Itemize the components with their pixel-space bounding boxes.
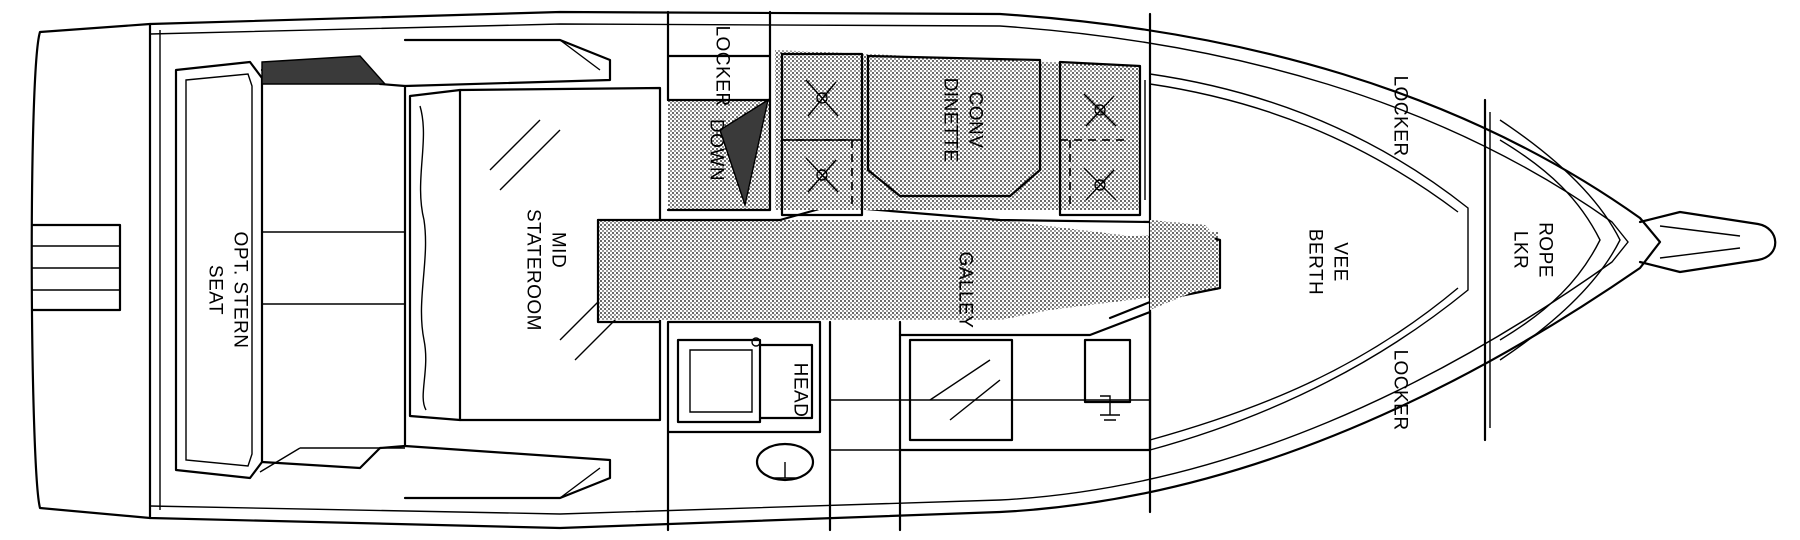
labels: LOCKER DOWN CONV DINETTE LOCKER LOCKER O… [205, 25, 1556, 430]
mid-stateroom-label-line1: MID [548, 232, 569, 268]
head [666, 320, 822, 532]
locker-fwd-port-label: LOCKER [1390, 75, 1411, 156]
mid-stateroom-label-line2: STATEROOM [523, 209, 544, 331]
rope-locker-label-line2: LKR [1510, 231, 1531, 269]
vee-berth [1148, 12, 1621, 514]
swim-ladder [30, 223, 122, 312]
galley [828, 310, 1152, 532]
rope-locker-label-line1: ROPE [1535, 222, 1556, 278]
conv-dinette-label-line1: CONV [965, 92, 986, 149]
stern-seat-label-line2: SEAT [205, 265, 226, 315]
seat-icon [805, 79, 1117, 201]
locker-fwd-starboard-label: LOCKER [1390, 349, 1411, 430]
helm-wheel-icon [755, 442, 815, 482]
down-label: DOWN [706, 119, 727, 181]
vee-berth-label-line2: BERTH [1305, 229, 1326, 296]
stern-seat-label-line1: OPT. STERN [230, 232, 251, 349]
vee-berth-label-line1: VEE [1330, 242, 1351, 282]
head-label: HEAD [790, 363, 811, 418]
companionway [596, 98, 1222, 324]
locker-top-label: LOCKER [712, 25, 733, 106]
dinette [775, 50, 1151, 217]
locker-top [666, 10, 772, 102]
mid-stateroom [408, 86, 662, 422]
cockpit [30, 38, 612, 500]
conv-dinette-label-line2: DINETTE [940, 78, 961, 163]
hull-outline [30, 10, 1777, 530]
galley-label: GALLEY [955, 252, 976, 329]
